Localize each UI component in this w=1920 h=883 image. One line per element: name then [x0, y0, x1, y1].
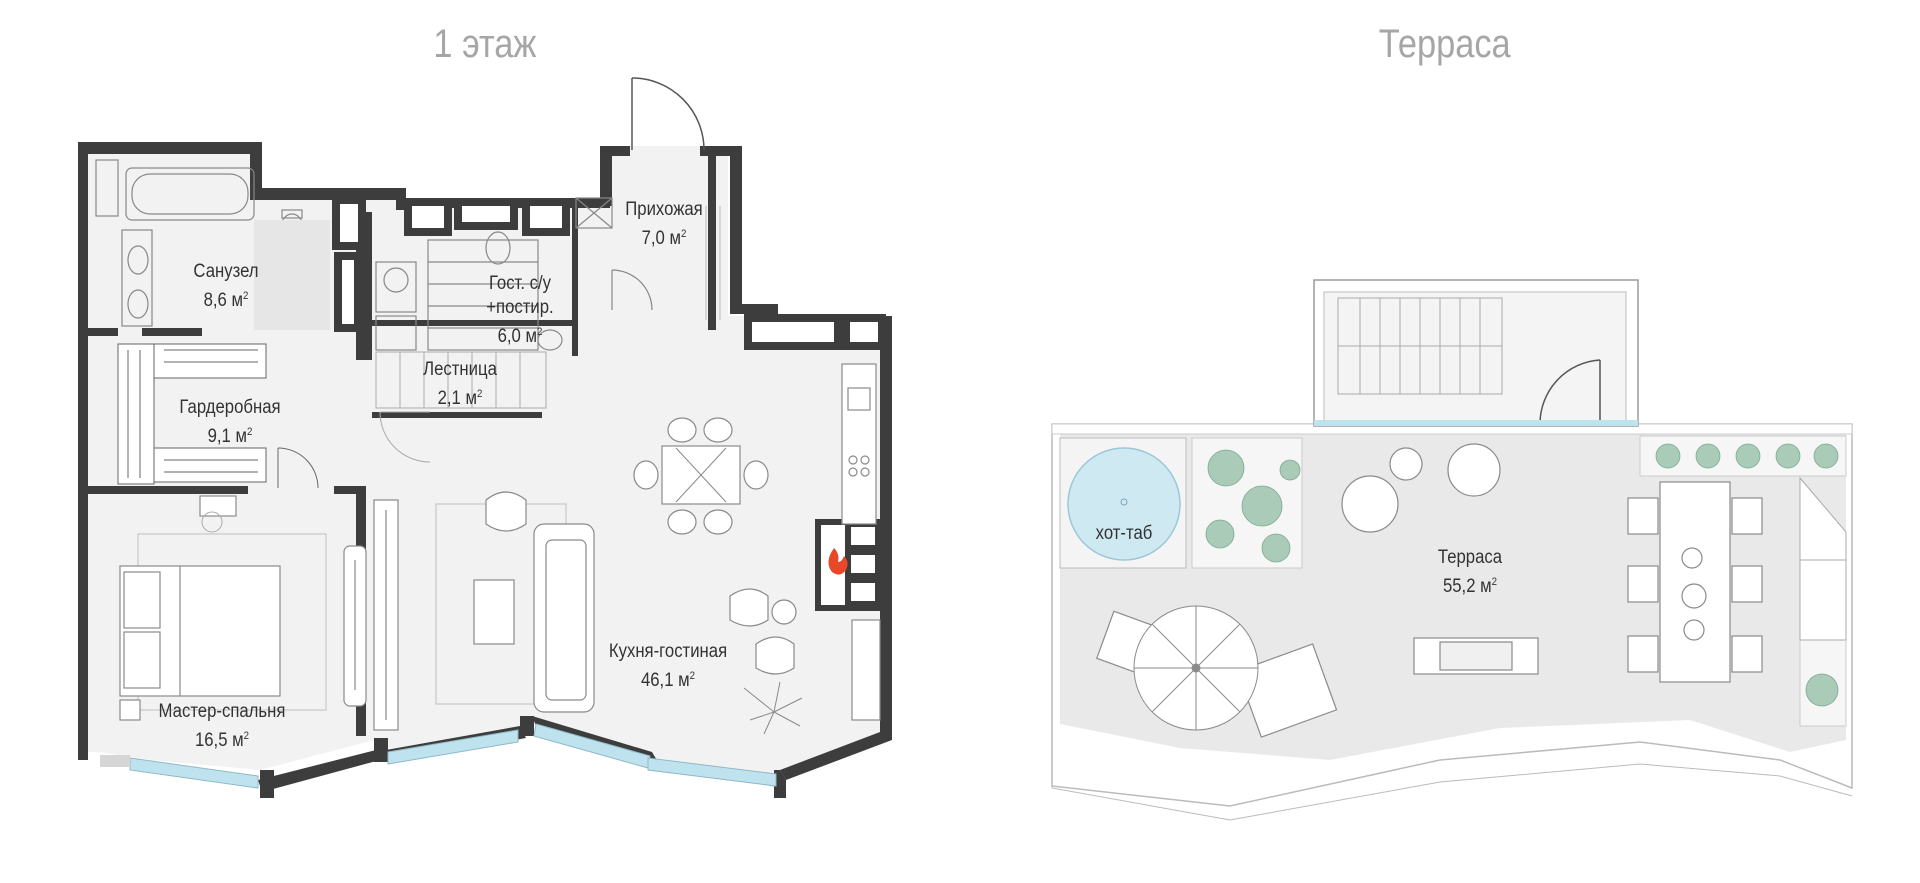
room-label-guest-wc: Гост. с/у +постир. 6,0 м2 — [486, 272, 553, 349]
room-label-terrace: Терраса 55,2 м2 — [1438, 546, 1502, 599]
room-area: 16,5 м2 — [194, 730, 250, 751]
plant-icon — [743, 681, 803, 735]
wardrobe-shelves — [117, 343, 319, 489]
terrace-door — [1539, 359, 1601, 425]
room-area: 9,1 м2 — [207, 426, 253, 447]
planter-left-plants — [1205, 449, 1301, 563]
room-name: Кухня-гостиная — [608, 641, 728, 662]
room-name: Терраса — [1437, 547, 1503, 568]
terrace-stairs — [1337, 297, 1503, 395]
room-label-bathroom: Санузел 8,6 м2 — [193, 260, 258, 313]
room-name: Гардеробная — [179, 397, 281, 418]
room-area: 8,6 м2 — [203, 290, 249, 311]
room-area: 7,0 м2 — [641, 228, 687, 249]
planter-right-plants — [1655, 443, 1839, 469]
fireplace-icon — [828, 548, 848, 575]
entrance-door — [631, 77, 705, 151]
awning — [1799, 476, 1847, 641]
hot-tub-label: хот-таб — [1095, 523, 1153, 544]
parasol — [1133, 605, 1259, 731]
room-area: 2,1 м2 — [437, 388, 483, 409]
guest-wc-fixtures — [375, 197, 653, 351]
room-label-kitchen-living: Кухня-гостиная 46,1 м2 — [609, 640, 727, 693]
room-label-wardrobe: Гардеробная 9,1 м2 — [179, 396, 280, 449]
room-name: Мастер-спальня — [158, 701, 286, 722]
stairs — [375, 351, 547, 463]
room-area: 55,2 м2 — [1442, 576, 1498, 597]
room-label-hallway: Прихожая 7,0 м2 — [625, 198, 702, 251]
room-name: Лестница — [423, 359, 497, 380]
room-name: Гост. с/у — [488, 273, 552, 294]
bedroom-furniture — [119, 495, 367, 721]
room-name: Прихожая — [625, 199, 703, 220]
terrace-outer-edge — [1051, 763, 1853, 821]
hot-tub — [1067, 447, 1181, 561]
room-area: 46,1 м2 — [640, 670, 696, 691]
floor1-title: 1 этаж — [433, 22, 537, 66]
room-name: Санузел — [193, 261, 259, 282]
floor1-windows — [129, 723, 777, 789]
room-name-line2: +постир. — [486, 297, 554, 318]
terrace-outline — [1051, 423, 1853, 807]
room-label-master-bedroom: Мастер-спальня 16,5 м2 — [159, 700, 286, 753]
kitchen-living-furniture — [373, 363, 881, 731]
room-area: 6,0 м2 — [497, 326, 543, 347]
room-label-stairs: Лестница 2,1 м2 — [423, 358, 497, 411]
terrace-title: Терраса — [1378, 22, 1511, 66]
